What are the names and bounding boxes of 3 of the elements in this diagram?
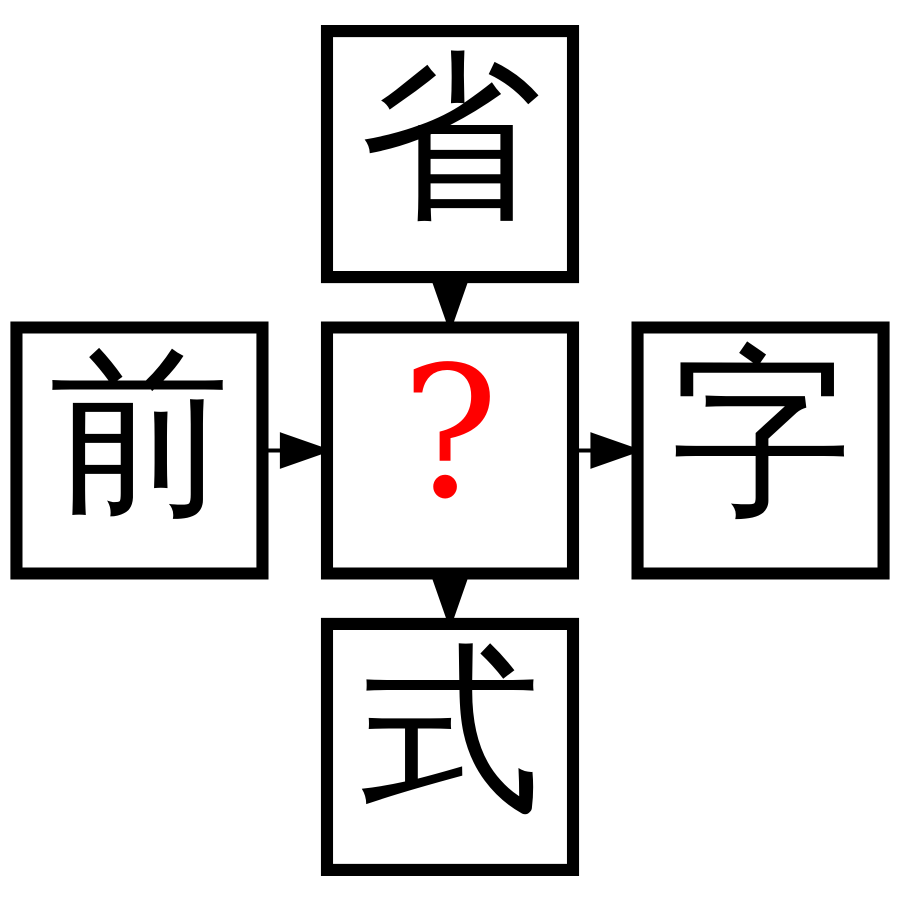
node-box: 字 bbox=[631, 320, 890, 580]
node-box: 前 bbox=[10, 320, 269, 580]
node-box: 式 bbox=[320, 617, 580, 876]
